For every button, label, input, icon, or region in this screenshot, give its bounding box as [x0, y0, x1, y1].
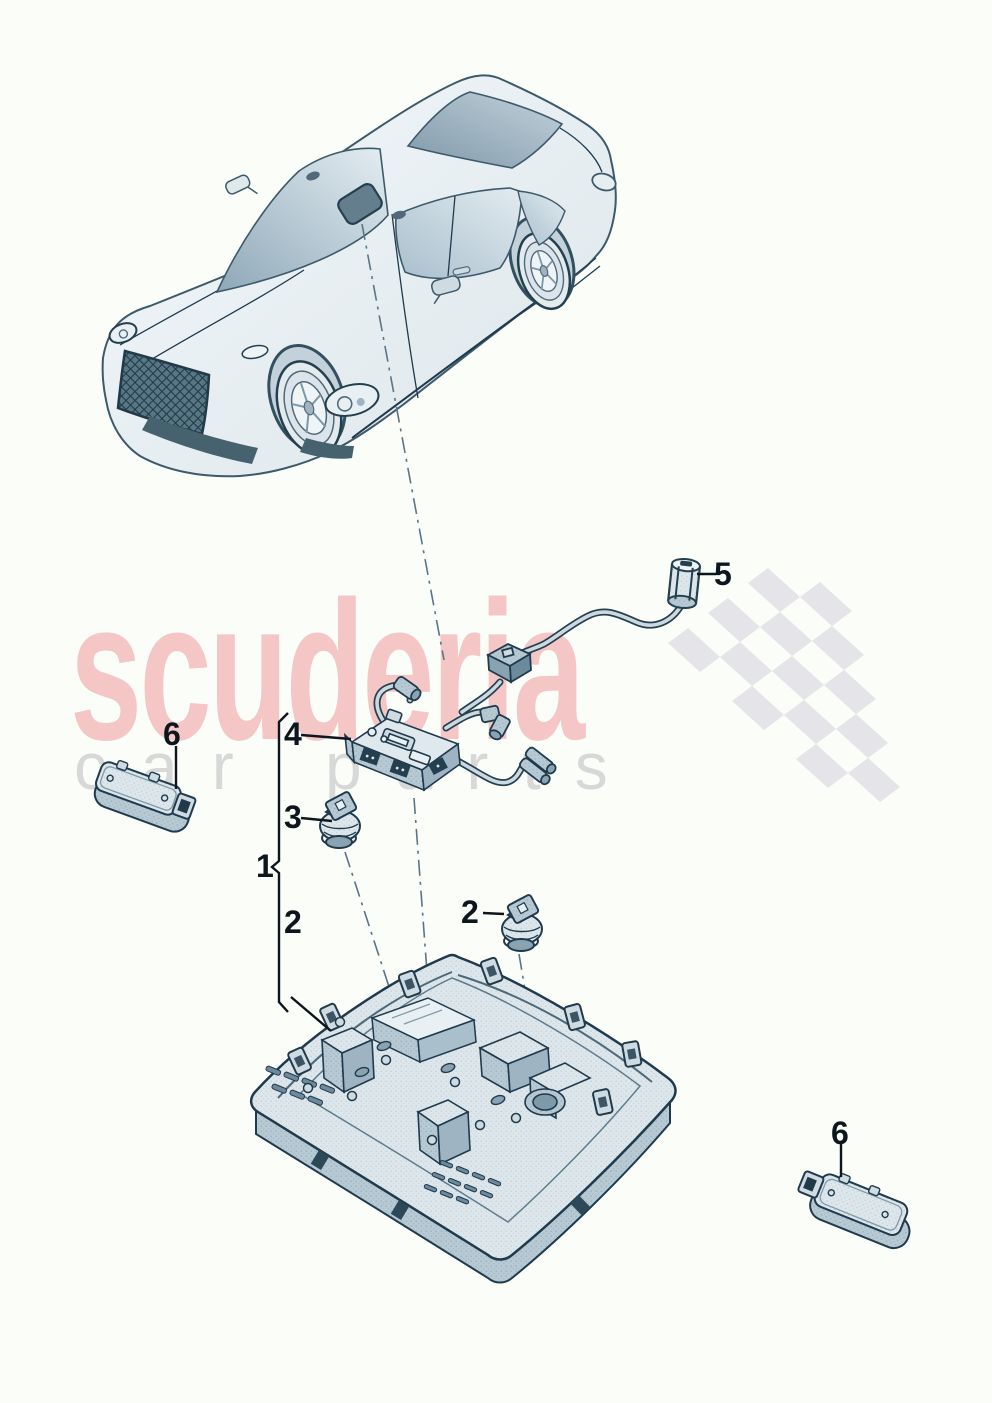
- housing-lamp-socket-center: [416, 1099, 471, 1166]
- flag-diamond: [848, 758, 900, 802]
- dash-dot-line: [361, 223, 445, 661]
- leader-line-2-lamp: [482, 911, 505, 916]
- part-6-reading-lamp-right: [797, 1170, 911, 1250]
- flag-diamond: [720, 642, 772, 686]
- housing-lamp-socket-left: [320, 1027, 375, 1094]
- right-mirror: [431, 275, 461, 305]
- module-connector-blocks: [359, 747, 448, 778]
- harness-cylinder-sensor: [667, 557, 702, 610]
- flag-diamond: [836, 714, 888, 758]
- flag-diamond: [812, 626, 864, 670]
- lower-intake: [142, 416, 258, 464]
- windshield: [215, 147, 389, 294]
- left-mirror: [225, 174, 258, 195]
- housing-center-module: [370, 997, 477, 1064]
- callout-leaders: [174, 572, 843, 1177]
- assembly-bracket: [270, 712, 289, 1013]
- part-5-wiring-harness: [392, 557, 702, 786]
- leader-line-housing: [290, 996, 332, 1032]
- fuel-filler-cap: [591, 172, 617, 192]
- callout-2-lamp: 2: [461, 894, 479, 930]
- door-handle: [452, 266, 471, 276]
- callout-1: 1: [256, 848, 274, 884]
- callout-5: 5: [714, 556, 732, 592]
- housing-right-cluster: [478, 1031, 592, 1120]
- housing-screw-bosses: [302, 1016, 522, 1146]
- flag-diamond: [784, 700, 836, 744]
- flag-diamond: [800, 582, 852, 626]
- callout-3: 3: [284, 799, 302, 835]
- callout-2-housing: 2: [284, 904, 302, 940]
- part-3-swivel-lamp: [319, 791, 361, 849]
- roof-sensor-right: [392, 210, 406, 220]
- roof-console-housing: [249, 953, 677, 1284]
- checkered-flag-watermark: [668, 568, 900, 802]
- quarter-window: [517, 190, 566, 246]
- headlight-right: [324, 383, 380, 417]
- side-window: [395, 187, 523, 280]
- flag-diamond: [796, 744, 848, 788]
- housing-wall-cutouts: [310, 1150, 590, 1220]
- side-intake: [300, 438, 354, 459]
- roof-console-marker: [337, 183, 383, 225]
- rear-wheel: [516, 231, 572, 311]
- leader-line-3: [300, 816, 333, 823]
- callout-6-left: 6: [163, 716, 181, 752]
- flag-diamond: [748, 568, 800, 612]
- callout-6-right: 6: [831, 1115, 849, 1151]
- bentley-badge: [241, 344, 269, 360]
- leader-line-4: [300, 733, 352, 741]
- flag-diamond: [708, 598, 760, 642]
- housing-vent-slots-left: [265, 1065, 336, 1106]
- part-6-reading-lamp-left: [93, 759, 197, 833]
- housing-holes: [354, 1040, 506, 1106]
- flag-diamond: [772, 656, 824, 700]
- rear-window: [406, 91, 564, 169]
- flag-diamond: [760, 612, 812, 656]
- harness-junction-connector: [486, 642, 532, 684]
- flag-diamond: [668, 628, 720, 672]
- callout-4: 4: [284, 716, 302, 752]
- housing-vent-slots-bottom: [423, 1160, 502, 1205]
- headlight-left: [108, 322, 138, 344]
- flag-diamond: [732, 686, 784, 730]
- roof-sensor-left: [306, 171, 320, 181]
- flag-diamond: [824, 670, 876, 714]
- part-4-interface-module: [343, 708, 461, 792]
- housing-clips: [287, 956, 643, 1116]
- part-2-swivel-lamp: [501, 894, 543, 952]
- car-illustration: [101, 74, 617, 478]
